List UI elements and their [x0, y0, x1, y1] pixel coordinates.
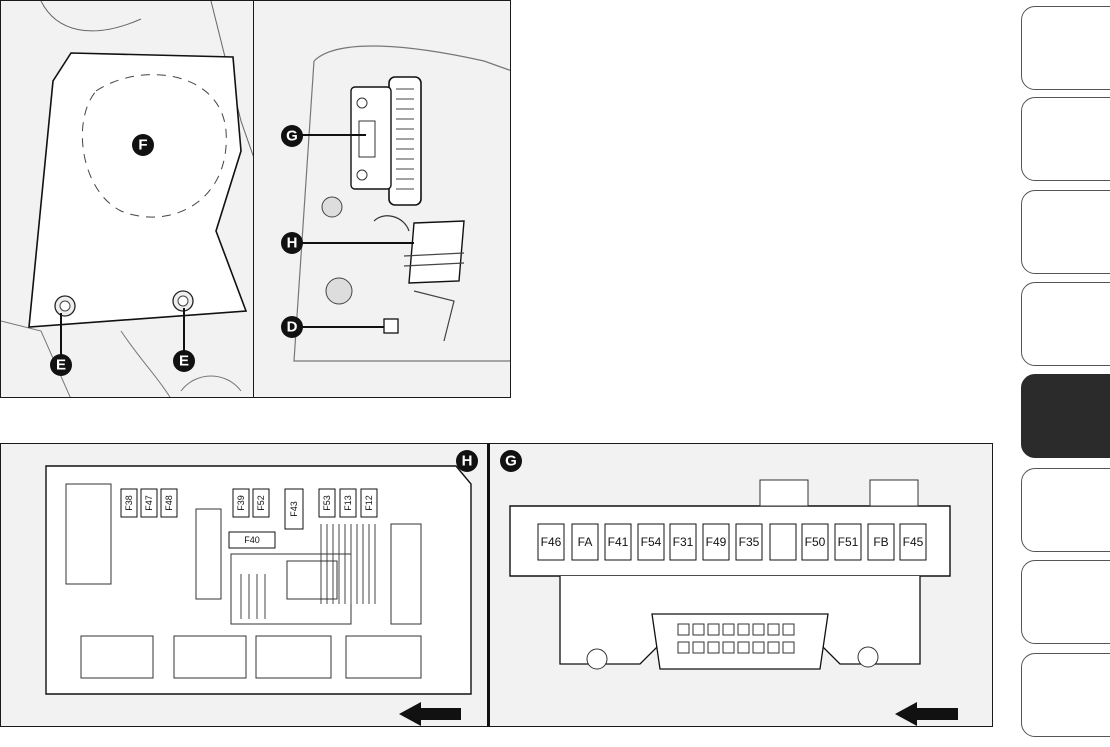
svg-text:F38: F38 [124, 495, 134, 511]
fuse-f46: F46 [537, 523, 565, 561]
fuse-f49: F49 [702, 523, 730, 561]
fuse-f45: F45 [899, 523, 927, 561]
fuse-f31: F31 [669, 523, 697, 561]
marker-e-left: E [50, 354, 72, 376]
svg-text:G: G [505, 453, 517, 470]
svg-text:F50: F50 [805, 535, 826, 549]
marker-f: F [132, 134, 154, 156]
fuse-f52: F52 [252, 488, 270, 518]
marker-h-fusebox: H [456, 450, 478, 472]
fuse-fb: FB [867, 523, 895, 561]
marker-e-right: E [173, 350, 195, 372]
svg-text:FA: FA [578, 535, 593, 549]
chapter-tab-3[interactable] [1021, 190, 1110, 274]
fuse-f13: F13 [339, 488, 357, 518]
svg-text:F48: F48 [164, 495, 174, 511]
chapter-tab-7[interactable] [1021, 560, 1110, 644]
fuse-f39: F39 [232, 488, 250, 518]
fusebox-h-diagram: F38 F47 F48 F39 F52 F43 F53 F13 F12 F40 … [45, 450, 478, 726]
marker-g: G [281, 125, 303, 147]
svg-text:D: D [287, 319, 298, 336]
svg-text:F40: F40 [244, 535, 260, 545]
svg-text:F46: F46 [541, 535, 562, 549]
fuse-f51: F51 [834, 523, 862, 561]
chapter-tab-6[interactable] [1021, 468, 1110, 552]
chapter-tab-2[interactable] [1021, 97, 1110, 181]
connector-g-panel: F46 FA F41 F54 F31 F49 F35 F50 F51 FB F4… [489, 443, 993, 727]
panel-divider [487, 443, 490, 727]
svg-text:F45: F45 [903, 535, 924, 549]
svg-text:F47: F47 [144, 495, 154, 511]
marker-d: D [281, 316, 303, 338]
fuse-fa: FA [571, 523, 599, 561]
direction-arrow-icon [399, 702, 461, 726]
svg-text:F53: F53 [322, 495, 332, 511]
svg-text:F39: F39 [236, 495, 246, 511]
chapter-tab-8[interactable] [1021, 653, 1110, 737]
fuse-f35: F35 [735, 523, 763, 561]
fuse-f40: F40 [228, 531, 276, 549]
svg-text:F49: F49 [706, 535, 727, 549]
fuse-f47: F47 [140, 488, 158, 518]
location-illustration: G H D [281, 45, 510, 362]
svg-text:F31: F31 [673, 535, 694, 549]
svg-text:F35: F35 [739, 535, 760, 549]
chapter-tab-5-active[interactable] [1021, 374, 1110, 458]
svg-text:H: H [287, 235, 298, 252]
chapter-tab-4[interactable] [1021, 282, 1110, 366]
chapter-tab-1[interactable] [1021, 6, 1110, 90]
fuse-f43: F43 [284, 488, 304, 530]
fuse-f41: F41 [604, 523, 632, 561]
marker-h: H [281, 232, 303, 254]
fuse-f48: F48 [160, 488, 178, 518]
svg-text:F52: F52 [256, 495, 266, 511]
svg-text:H: H [462, 453, 473, 470]
marker-g-connector: G [500, 450, 522, 472]
svg-text:F: F [138, 137, 147, 154]
svg-text:G: G [286, 128, 298, 145]
fuse-f38: F38 [120, 488, 138, 518]
cover-illustration: F E E [1, 1, 253, 397]
svg-text:F43: F43 [289, 501, 299, 517]
svg-text:E: E [179, 353, 189, 370]
svg-text:F54: F54 [641, 535, 662, 549]
fuse-f50: F50 [801, 523, 829, 561]
connector-g-diagram: F46 FA F41 F54 F31 F49 F35 F50 F51 FB F4… [500, 450, 958, 726]
svg-text:F12: F12 [364, 495, 374, 511]
cover-photo-panel: F E E [0, 0, 254, 398]
fuse-f12: F12 [360, 488, 378, 518]
svg-text:FB: FB [873, 535, 888, 549]
location-photo-panel: G H D [253, 0, 511, 398]
svg-text:E: E [56, 357, 66, 374]
fuse-f54: F54 [637, 523, 665, 561]
svg-text:F41: F41 [608, 535, 629, 549]
direction-arrow-icon [895, 702, 958, 726]
svg-text:F13: F13 [343, 495, 353, 511]
svg-text:F51: F51 [838, 535, 859, 549]
fuse-f53: F53 [318, 488, 336, 518]
fusebox-h-panel: F38 F47 F48 F39 F52 F43 F53 F13 F12 F40 … [0, 443, 490, 727]
fuse-empty [769, 523, 797, 561]
